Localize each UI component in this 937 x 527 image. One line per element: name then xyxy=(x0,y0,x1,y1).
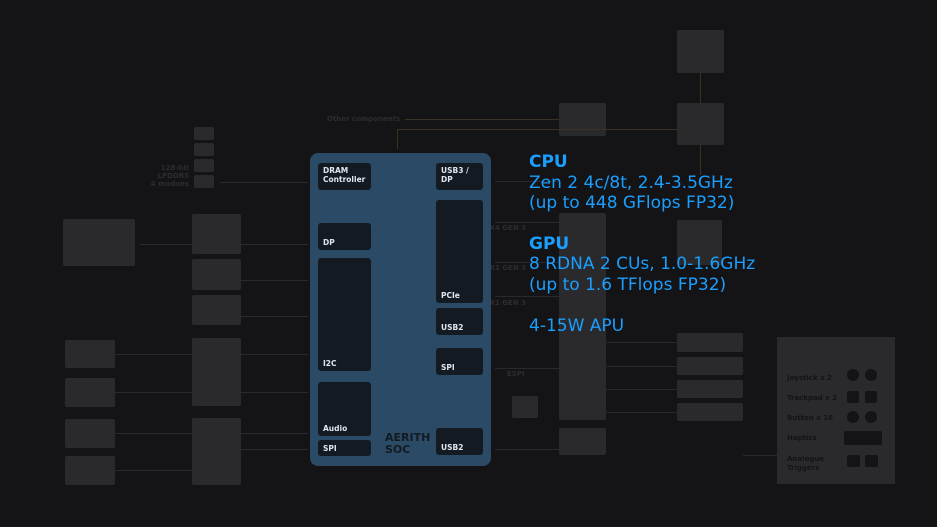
link-label: ESPI xyxy=(507,370,525,378)
block xyxy=(65,419,115,448)
control-trackpad: Trackpad x 2 xyxy=(787,394,837,402)
dp-block: DP xyxy=(318,223,371,250)
connector xyxy=(495,296,559,297)
memory-label: 128-bit LPDDR5 4 modues xyxy=(140,164,189,188)
ram-chip xyxy=(194,143,214,156)
connector xyxy=(606,342,677,343)
dpad-icon xyxy=(847,411,859,423)
block xyxy=(677,103,724,145)
connector xyxy=(495,368,559,369)
connector xyxy=(606,366,677,367)
block xyxy=(192,338,241,406)
haptics-icon xyxy=(844,431,882,445)
controls-panel: Joystick x 2 Trackpad x 2 Button x 16 Ha… xyxy=(777,337,895,484)
connector xyxy=(495,181,559,182)
dram-controller-block: DRAM Controller xyxy=(318,163,371,190)
other-components-label: Other components xyxy=(327,115,401,123)
connector xyxy=(241,316,308,317)
connector xyxy=(115,433,308,434)
block xyxy=(677,403,743,421)
connector xyxy=(220,182,308,183)
control-buttons: Button x 16 xyxy=(787,414,833,422)
cpu-title: CPU xyxy=(529,152,568,172)
block xyxy=(65,378,115,407)
audio-block: Audio xyxy=(318,382,371,436)
connector xyxy=(241,449,308,450)
gpu-line2: (up to 1.6 TFlops FP32) xyxy=(529,275,727,295)
i2c-block: I2C xyxy=(318,258,371,371)
block xyxy=(559,213,606,420)
connector xyxy=(743,455,777,456)
usb3-dp-block: USB3 / DP xyxy=(436,163,483,190)
connector xyxy=(241,244,308,245)
block xyxy=(677,220,722,265)
connector xyxy=(397,129,398,149)
trackpad-icon xyxy=(865,391,877,403)
trackpad-icon xyxy=(847,391,859,403)
power-spec: 4-15W APU xyxy=(529,316,625,336)
flash-chip xyxy=(512,396,538,418)
connector xyxy=(241,280,308,281)
pcie-block: PCIe xyxy=(436,200,483,303)
block xyxy=(559,428,606,455)
block xyxy=(65,340,115,368)
block xyxy=(192,214,241,254)
cpu-line1: Zen 2 4c/8t, 2.4-3.5GHz xyxy=(529,173,733,193)
memory-l3: 4 modues xyxy=(150,180,189,188)
connector xyxy=(495,222,559,223)
connector xyxy=(115,470,192,471)
ram-chip xyxy=(194,175,214,188)
block xyxy=(192,418,241,485)
link-label: X1 GEN 3 xyxy=(489,264,526,272)
joystick-icon xyxy=(865,369,877,381)
spi-block-right: SPI xyxy=(436,348,483,375)
gpu-line1: 8 RDNA 2 CUs, 1.0-1.6GHz xyxy=(529,254,756,274)
buttons-icon xyxy=(865,411,877,423)
connector xyxy=(140,244,192,245)
block xyxy=(677,30,724,73)
connector xyxy=(405,119,559,120)
block xyxy=(677,380,743,398)
connector xyxy=(495,449,559,450)
block xyxy=(65,456,115,485)
block xyxy=(559,103,606,136)
gpu-title: GPU xyxy=(529,234,570,254)
connector xyxy=(700,145,701,175)
aerith-soc: DRAM Controller DP I2C Audio SPI USB3 / … xyxy=(310,153,491,466)
display-box xyxy=(63,219,135,266)
cpu-line2: (up to 448 GFlops FP32) xyxy=(529,193,735,213)
connector xyxy=(115,392,308,393)
ram-chip xyxy=(194,159,214,172)
control-haptics: Haptics xyxy=(787,434,817,442)
soc-name: AERITH SOC xyxy=(385,431,431,456)
usb2-block: USB2 xyxy=(436,308,483,335)
spi-block-left: SPI xyxy=(318,440,371,456)
connector xyxy=(115,354,308,355)
joystick-icon xyxy=(847,369,859,381)
control-joystick: Joystick x 2 xyxy=(787,374,832,382)
connector xyxy=(397,129,677,130)
connector xyxy=(700,73,701,103)
block xyxy=(192,259,241,290)
connector xyxy=(495,262,559,263)
memory-l2: LPDDR5 xyxy=(157,172,189,180)
ram-chip xyxy=(194,127,214,140)
block xyxy=(677,333,743,352)
link-label: X1 GEN 3 xyxy=(489,299,526,307)
block xyxy=(192,295,241,325)
connector xyxy=(606,389,677,390)
trigger-r2-icon xyxy=(865,455,878,467)
usb2-block-bottom: USB2 xyxy=(436,428,483,455)
link-label: X4 GEN 3 xyxy=(489,224,526,232)
block xyxy=(677,357,743,375)
trigger-l2-icon xyxy=(847,455,860,467)
memory-l1: 128-bit xyxy=(160,164,189,172)
control-triggers: Analogue Triggers xyxy=(787,455,825,472)
connector xyxy=(606,412,677,413)
